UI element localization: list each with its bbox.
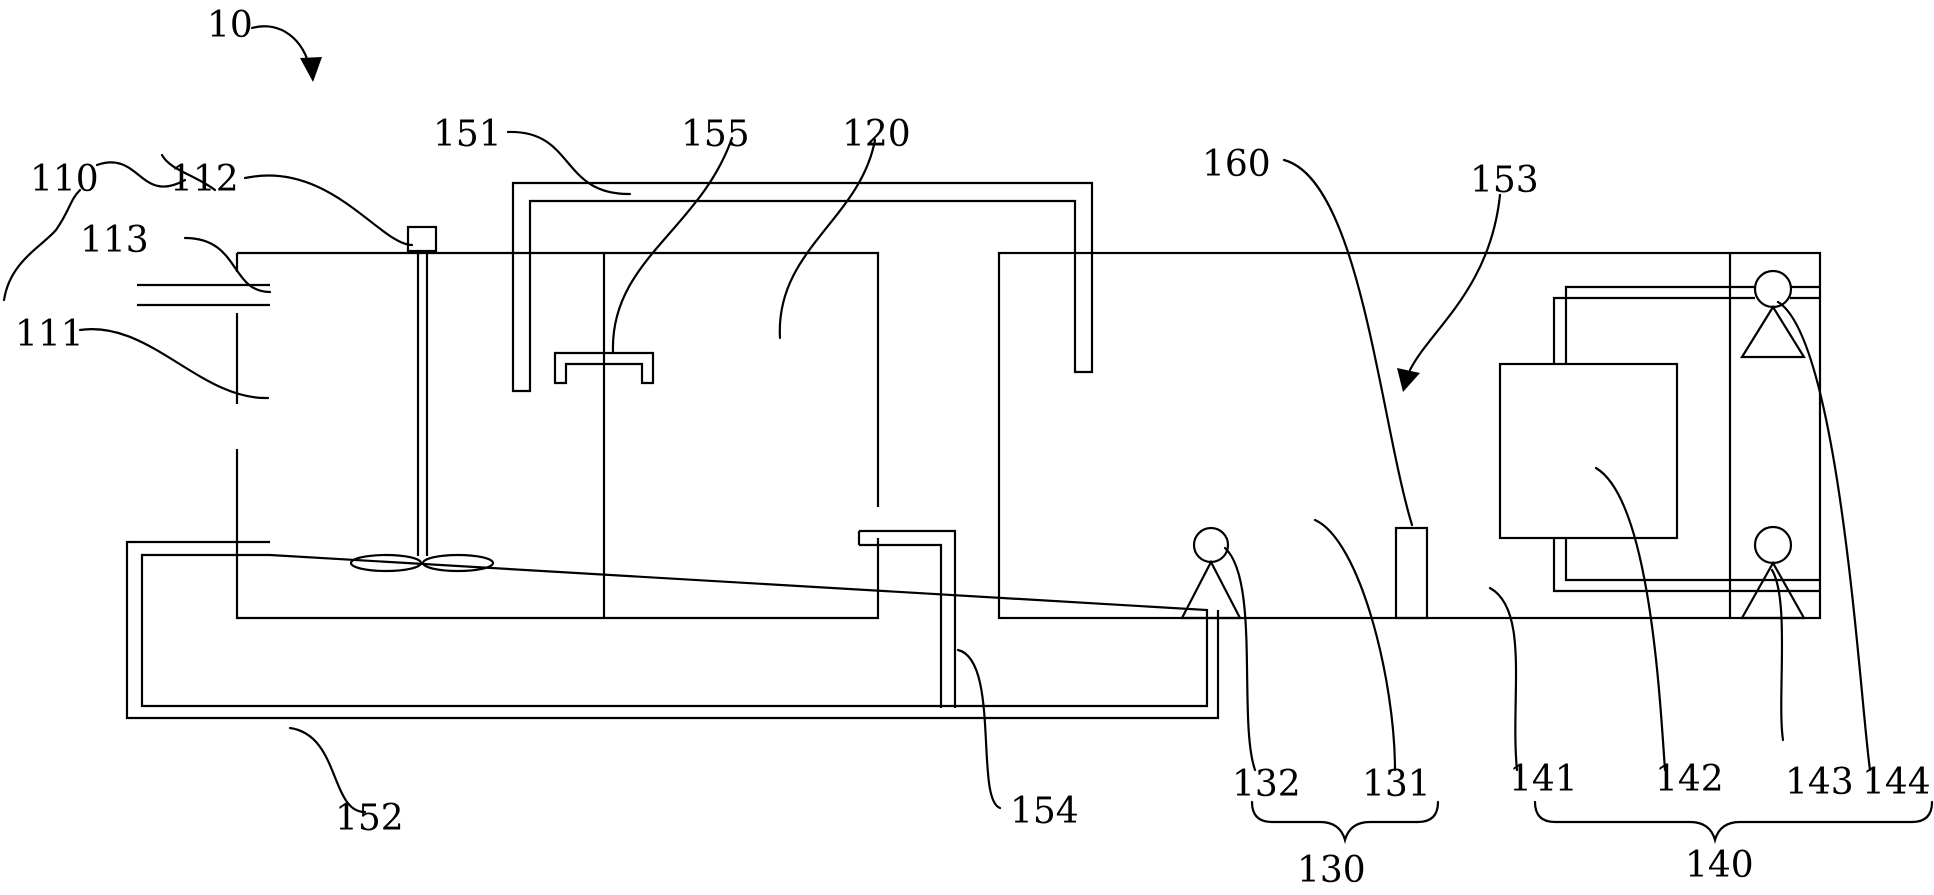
inlet-pipe-113 xyxy=(137,283,270,307)
leader-111 xyxy=(78,328,270,400)
leader-132 xyxy=(1223,546,1257,772)
leader-141 xyxy=(1488,586,1519,772)
sensor-160 xyxy=(1394,526,1429,620)
tank-outline-right xyxy=(997,251,1822,620)
leader-131 xyxy=(1313,518,1397,772)
label-111: 111 xyxy=(15,314,84,355)
brace-140 xyxy=(1533,800,1934,845)
label-110: 110 xyxy=(30,159,99,200)
leader-144 xyxy=(1776,300,1872,772)
water-tank xyxy=(997,251,1822,620)
leader-151 xyxy=(506,130,632,196)
label-140: 140 xyxy=(1685,845,1754,886)
label-141: 141 xyxy=(1509,759,1578,800)
stirrer xyxy=(349,225,495,573)
cap-155 xyxy=(553,351,655,385)
pipe-151 xyxy=(511,181,1094,393)
leader-155 xyxy=(611,136,734,354)
leader-160 xyxy=(1282,158,1414,527)
leader-110 xyxy=(95,161,187,188)
label-153: 153 xyxy=(1470,160,1539,201)
label-132: 132 xyxy=(1232,764,1301,805)
label-155: 155 xyxy=(681,114,750,155)
leader-120 xyxy=(778,138,877,340)
label-142: 142 xyxy=(1655,759,1724,800)
leader-lines xyxy=(2,130,1872,814)
leader-143 xyxy=(1770,568,1785,742)
leader-112 xyxy=(243,174,414,247)
pump-144 xyxy=(1740,269,1806,359)
pump-143 xyxy=(1740,525,1806,620)
tank-outline xyxy=(235,251,880,620)
label-154: 154 xyxy=(1010,791,1079,832)
labels: 10 110 112 113 111 151 155 120 160 153 1… xyxy=(15,5,1931,891)
pump-132 xyxy=(1180,526,1242,620)
leader-113 xyxy=(183,236,272,294)
leader-152 xyxy=(288,726,367,814)
brace-130 xyxy=(1250,800,1440,845)
label-130: 130 xyxy=(1297,850,1366,891)
label-152: 152 xyxy=(335,798,404,839)
label-160: 160 xyxy=(1202,144,1271,185)
arrow-10 xyxy=(250,25,322,82)
propeller-blade-right xyxy=(421,553,495,573)
arrow-153 xyxy=(1397,193,1502,392)
label-112: 112 xyxy=(170,159,239,200)
label-113: 113 xyxy=(80,220,149,261)
module-142 xyxy=(1498,362,1679,540)
pipe-141 xyxy=(1552,285,1820,593)
leader-154 xyxy=(956,648,1002,810)
label-151: 151 xyxy=(433,114,502,155)
motor-112 xyxy=(406,225,438,253)
pipe-152 xyxy=(125,540,1220,720)
label-131: 131 xyxy=(1362,764,1431,805)
label-143: 143 xyxy=(1785,762,1854,803)
reaction-tank xyxy=(235,251,880,620)
leader-142 xyxy=(1594,466,1667,772)
label-144: 144 xyxy=(1862,762,1931,803)
pipe-154 xyxy=(857,529,957,708)
label-10: 10 xyxy=(207,5,253,46)
label-120: 120 xyxy=(842,114,911,155)
